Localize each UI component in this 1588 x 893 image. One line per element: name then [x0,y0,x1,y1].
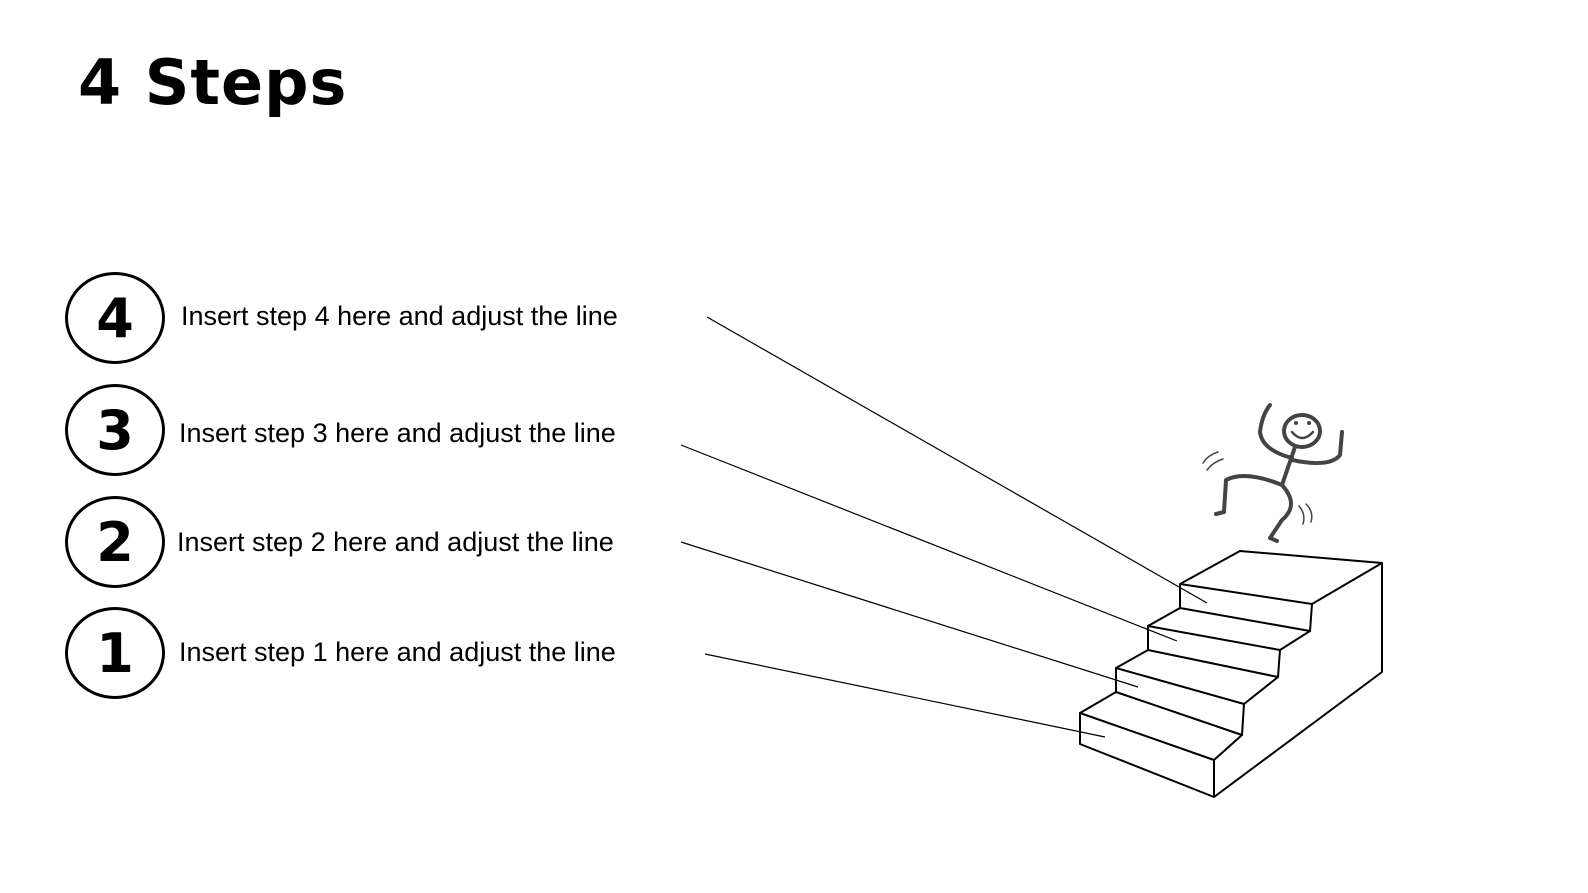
step-3-leader-line[interactable] [680,444,1178,642]
stair-step-2-tread [1115,649,1279,705]
step-3-number-circle: 3 [65,384,165,476]
stair-step-3-riser [1147,625,1281,678]
figure-leg-right [1268,483,1293,543]
stair-step-4 [1179,583,1313,632]
figure-eye-left [1294,421,1298,425]
figure-arm-right [1290,430,1344,466]
step-4-label[interactable]: Insert step 4 here and adjust the line [181,301,618,331]
step-1-leader-line[interactable] [704,653,1106,738]
stair-step-1-tread [1079,691,1243,761]
figure-body [1280,445,1297,487]
figure-leg-left [1214,474,1284,516]
step-1-label[interactable]: Insert step 1 here and adjust the line [179,637,616,667]
stair-step-1-riser [1079,712,1215,798]
staircase [1079,550,1383,798]
figure-arm-left [1258,403,1294,460]
stick-figure [1214,403,1344,543]
step-4-number-circle: 4 [65,272,165,364]
stair-step-2-riser [1115,667,1245,736]
stair-side-wall [1213,562,1383,798]
figure-eye-right [1307,421,1311,425]
step-2-leader-line[interactable] [680,541,1139,688]
step-4-leader-line[interactable] [706,316,1208,604]
figure-head [1282,413,1322,449]
stair-landing [1179,550,1383,605]
motion-marks [1202,451,1313,525]
figure-smile [1290,430,1315,440]
step-1-number-circle: 1 [65,607,165,699]
stair-step-3-tread [1147,607,1311,651]
slide-title: 4 Steps [78,46,348,119]
step-2-label[interactable]: Insert step 2 here and adjust the line [177,527,614,557]
step-2-number-circle: 2 [65,496,165,588]
step-3-label[interactable]: Insert step 3 here and adjust the line [179,418,616,448]
